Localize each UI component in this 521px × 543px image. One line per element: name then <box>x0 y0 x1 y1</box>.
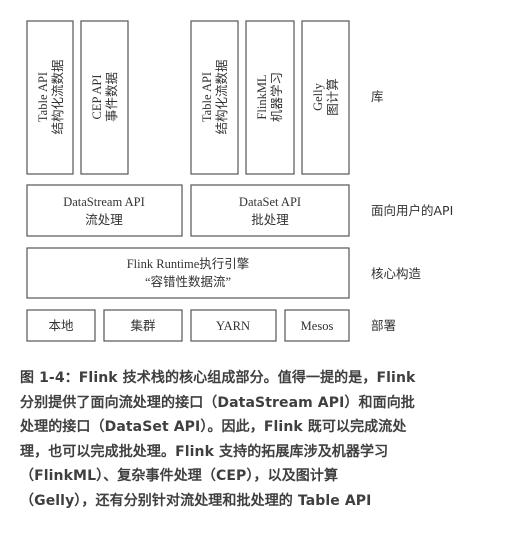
caption-line: 分别提供了面向流处理的接口（DataStream API）和面向批 <box>20 394 415 411</box>
library-title: CEP API <box>90 74 104 119</box>
runtime-subtitle: “容错性数据流” <box>145 274 231 289</box>
library-subtitle: 图计算 <box>325 78 340 116</box>
runtime-core: Flink Runtime执行引擎 “容错性数据流” <box>26 247 350 299</box>
library-title: FlinkML <box>255 74 269 119</box>
deploy-label: 本地 <box>48 319 74 333</box>
caption-line: （Gelly），还有分别针对流处理和批处理的 Table API <box>20 492 372 509</box>
deploy-mesos: Mesos <box>284 309 350 342</box>
library-title: Gelly <box>311 82 325 111</box>
side-label-apis: 面向用户的API <box>371 203 453 218</box>
api-dataset: DataSet API 批处理 <box>190 184 350 237</box>
library-title: Table API <box>36 72 50 122</box>
deploy-label: YARN <box>216 319 250 333</box>
api-subtitle: 批处理 <box>251 212 289 227</box>
library-table-api-batch: Table API 结构化流数据 <box>190 20 239 175</box>
deploy-label: 集群 <box>130 318 156 333</box>
deploy-cluster: 集群 <box>103 309 183 342</box>
runtime-title: Flink Runtime执行引擎 <box>127 256 250 271</box>
caption-line: （FlinkML）、复杂事件处理（CEP），以及图计算 <box>20 468 339 485</box>
api-title: DataStream API <box>63 195 145 209</box>
caption-line: 图 1-4：Flink 技术栈的核心组成部分。值得一提的是，Flink <box>20 370 416 386</box>
library-cep-api: CEP API 事件数据 <box>80 20 129 175</box>
deploy-label: Mesos <box>301 319 334 333</box>
figure-caption: 图 1-4：Flink 技术栈的核心组成部分。值得一提的是，Flink 分别提供… <box>20 366 490 514</box>
library-flinkml: FlinkML 机器学习 <box>245 20 295 175</box>
deploy-yarn: YARN <box>190 309 277 342</box>
library-subtitle: 事件数据 <box>104 72 119 122</box>
side-label-deploy: 部署 <box>371 318 396 333</box>
deploy-local: 本地 <box>26 309 96 342</box>
library-title: Table API <box>200 72 214 122</box>
library-gelly: Gelly 图计算 <box>301 20 350 175</box>
api-title: DataSet API <box>239 195 301 209</box>
side-label-core: 核心构造 <box>371 266 422 281</box>
library-subtitle: 结构化流数据 <box>50 59 65 134</box>
library-table-api-stream: Table API 结构化流数据 <box>26 20 74 175</box>
api-subtitle: 流处理 <box>85 213 123 227</box>
side-label-libraries: 库 <box>371 89 384 104</box>
library-subtitle: 结构化流数据 <box>214 59 229 134</box>
caption-line: 处理的接口（DataSet API）。因此，Flink 既可以完成流处 <box>20 419 407 436</box>
api-datastream: DataStream API 流处理 <box>26 184 183 237</box>
caption-line: 理，也可以完成批处理。Flink 支持的拓展库涉及机器学习 <box>20 443 389 460</box>
library-subtitle: 机器学习 <box>269 72 284 122</box>
flink-stack-diagram: Table API 结构化流数据 CEP API 事件数据 Table API … <box>26 20 453 342</box>
